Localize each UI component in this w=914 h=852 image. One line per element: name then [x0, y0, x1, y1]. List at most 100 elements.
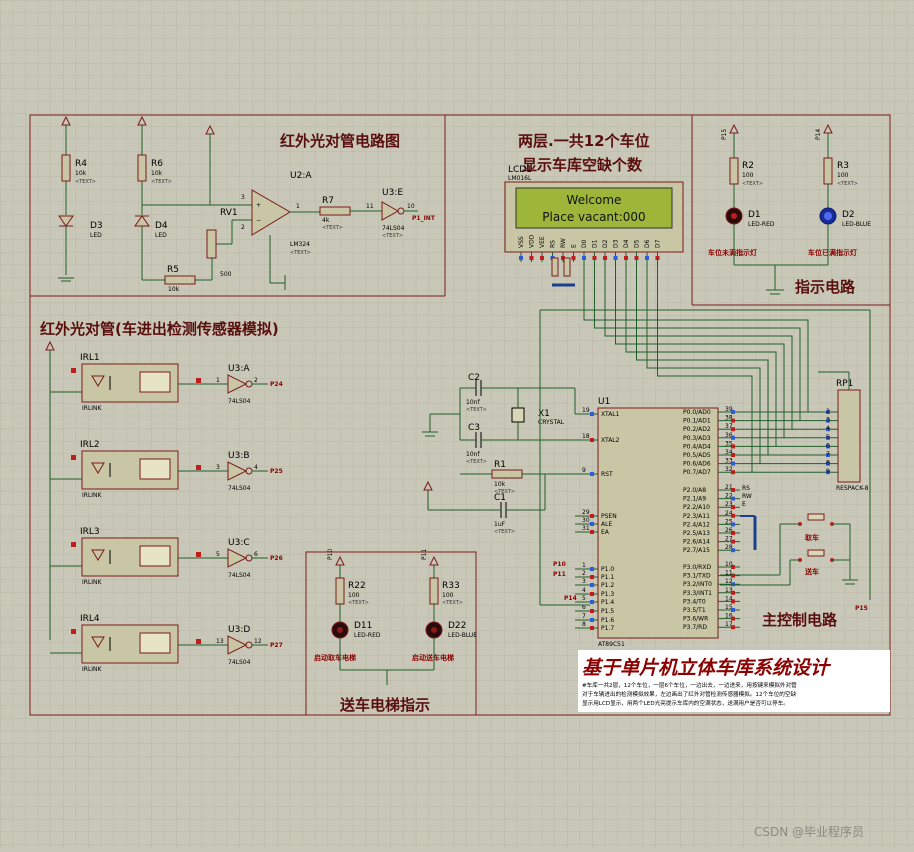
svg-text:<TEXT>: <TEXT>	[348, 600, 369, 606]
p1-int-label: P1_INT	[412, 215, 436, 222]
svg-text:AT89C51: AT89C51	[598, 641, 625, 648]
inverter-ref: U3:B	[228, 451, 250, 461]
u1-pin-number: 7	[582, 613, 586, 620]
u1-pin-number: 29	[582, 509, 590, 516]
r5-resistor	[164, 275, 196, 285]
svg-text:10nf: 10nf	[466, 451, 480, 458]
take-car-button[interactable]	[807, 513, 825, 521]
rp1-resistor-pack: RP1 RESPACK-8	[818, 371, 869, 492]
u3e-ref: U3:E	[382, 188, 403, 198]
elevator-frame	[305, 551, 477, 716]
ir-emitter-icon	[91, 462, 105, 474]
u1-pin-name: P2.2/A10	[683, 504, 710, 511]
d11-note: 启动取车电梯	[314, 653, 356, 662]
svg-text:10: 10	[407, 203, 415, 210]
project-desc-2: 对于车辆进出的检测模拟效果，左边画出了红外对管检测传感器模拟。12个车位的空缺	[582, 690, 796, 698]
ir-detect-circuit: R4 10k <TEXT> D3 LED R6 10k <TEXT> D4 LE…	[58, 115, 436, 293]
svg-text:RESPACK-8: RESPACK-8	[836, 485, 869, 492]
irl-ref: IRL2	[80, 440, 100, 450]
rv1-potentiometer	[206, 229, 217, 259]
irlink-model: IRLINK	[82, 666, 103, 673]
u1-left-pins: 19XTAL118XTAL29RST29PSEN30ALE31EA1P1.02P…	[575, 407, 620, 632]
pin-in: 5	[216, 551, 220, 558]
svg-text:+: +	[256, 202, 261, 209]
d3-ref: D3	[90, 221, 103, 231]
irlink-receiver-icon	[139, 632, 171, 654]
r4-ref: R4	[75, 159, 87, 169]
r3-ref: R3	[837, 161, 849, 171]
x1-crystal-icon	[511, 407, 525, 423]
svg-text:4: 4	[826, 425, 830, 432]
d2-ref: D2	[842, 210, 855, 220]
indicator-circuit: P15 P14 R2 100 <TEXT> R3 100 <TEXT> D1 L…	[708, 123, 871, 295]
svg-text:7: 7	[826, 451, 830, 458]
u1-pin-name: P1.2	[601, 582, 614, 589]
send-car-button[interactable]	[807, 549, 825, 557]
svg-text:<TEXT>: <TEXT>	[75, 179, 96, 185]
r1-resistor	[491, 469, 523, 479]
u1-pin-number: 13	[725, 587, 733, 594]
pin-state-marker	[634, 256, 639, 260]
svg-text:11: 11	[366, 203, 374, 210]
u1-pin-number: 8	[582, 621, 586, 628]
svg-text:送车: 送车	[804, 567, 819, 576]
r7-resistor	[319, 206, 351, 216]
u1-pin-name: P1.4	[601, 599, 614, 606]
svg-text:LM016L: LM016L	[508, 175, 532, 182]
inverter-model: 74LS04	[228, 485, 251, 492]
inverter-model: 74LS04	[228, 398, 251, 405]
svg-text:100: 100	[742, 172, 754, 179]
svg-text:<TEXT>: <TEXT>	[466, 459, 487, 465]
svg-text:LED: LED	[155, 232, 167, 239]
svg-text:RS: RS	[742, 485, 750, 492]
u1-pin-number: 34	[725, 449, 733, 456]
svg-text:9: 9	[826, 468, 830, 475]
u1-pin-number: 22	[725, 493, 733, 500]
description-box	[578, 650, 890, 712]
u1-mcu: U1 AT89C51 19XTAL118XTAL29RST29PSEN30ALE…	[575, 397, 740, 648]
u1-pin-name: P3.6/WR	[683, 616, 708, 623]
pin-state-marker	[529, 256, 534, 260]
lcd-row2: Place vacant:000	[542, 210, 645, 224]
pin-state-marker	[645, 256, 649, 260]
u1-pin-number: 31	[582, 525, 590, 532]
svg-text:500: 500	[220, 271, 232, 278]
u1-pin-number: 9	[582, 467, 586, 474]
inverter-model: 74LS04	[228, 659, 251, 666]
u1-pin-name: EA	[601, 529, 610, 536]
project-description: 基于单片机立体车库系统设计 #车库一共2层，12个车位，一层6个车位，一边出去，…	[578, 650, 890, 712]
r22-ref: R22	[348, 581, 366, 591]
r5-ref: R5	[167, 265, 179, 275]
u1-pin-number: 17	[725, 621, 733, 628]
u1-pin-name: P3.3/INT1	[683, 590, 712, 597]
r33-ref: R33	[442, 581, 460, 591]
u1-pin-name: P3.7/RD	[683, 624, 707, 631]
inverter-ref: U3:D	[228, 625, 250, 635]
svg-text:<TEXT>: <TEXT>	[466, 407, 487, 413]
u1-pin-name: P2.3/A11	[683, 513, 710, 520]
pin-state-marker	[613, 256, 618, 260]
irl-ref: IRL3	[80, 527, 100, 537]
u1-pin-name: P2.0/A8	[683, 487, 706, 494]
svg-text:10k: 10k	[494, 481, 506, 488]
irl-ref: IRL1	[80, 353, 100, 363]
svg-text:E: E	[742, 501, 746, 508]
pin-state-marker	[582, 256, 586, 260]
u1-pin-name: P0.2/AD2	[683, 426, 711, 433]
svg-text:RW: RW	[742, 493, 752, 500]
u1-pin-name: PSEN	[601, 513, 617, 520]
u1-pin-name: P1.1	[601, 574, 614, 581]
p2-nets: RS RW E	[740, 485, 757, 550]
lcd-module: LCD1 LM016L Welcome Place vacant:000 VSS…	[504, 165, 684, 287]
u1-pin-number: 3	[582, 578, 586, 585]
u1-pin-number: 11	[725, 570, 733, 577]
lcd-title-line1: 两层.一共12个车位	[518, 132, 650, 150]
r7-ref: R7	[322, 196, 334, 206]
svg-text:<TEXT>: <TEXT>	[837, 181, 858, 187]
u1-pin-name: P3.5/T1	[683, 607, 706, 614]
svg-text:3: 3	[241, 194, 245, 201]
lcd-title-line2: 显示车库空缺个数	[522, 156, 643, 174]
u1-pin-number: 26	[725, 527, 733, 534]
